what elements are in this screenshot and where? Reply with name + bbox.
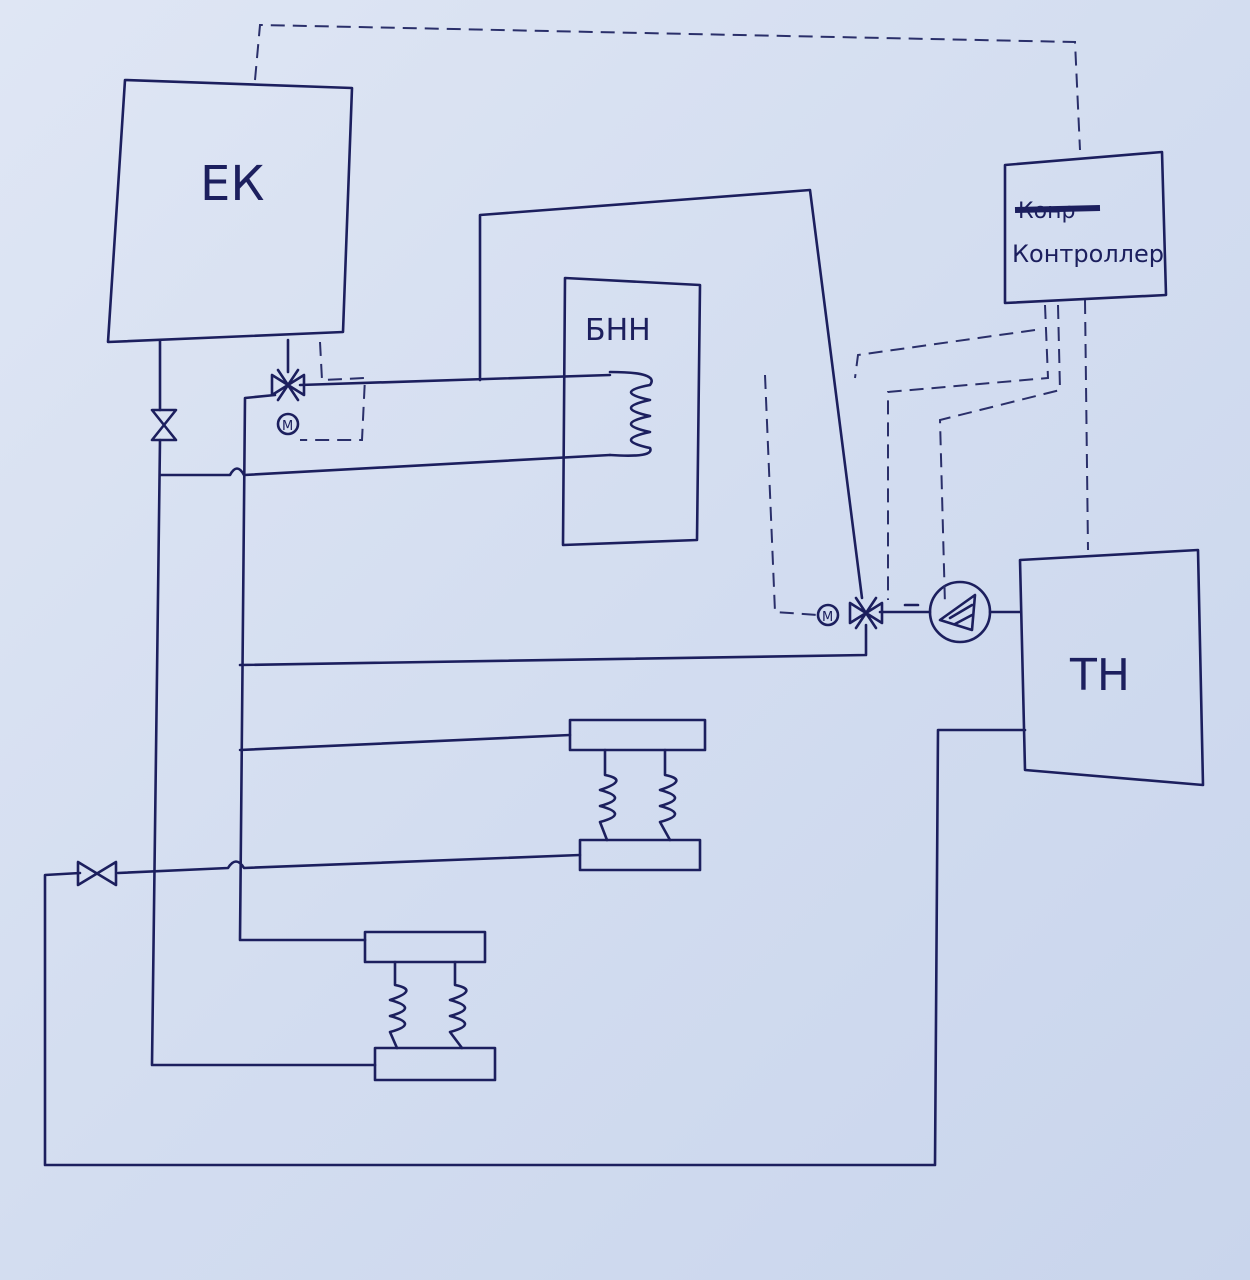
motor-label-1: M (282, 419, 293, 434)
heat-pump-label: ТН (1069, 650, 1130, 701)
motor-label-2: M (822, 610, 833, 625)
controller-label: Контроллер (1012, 240, 1164, 268)
strikethrough (1014, 205, 1101, 213)
radiator-2 (363, 930, 497, 1082)
control-wires (254, 23, 1089, 616)
shutoff-valve-1 (150, 408, 178, 442)
heat-pump-box (1018, 548, 1205, 787)
radiator-1 (568, 718, 707, 872)
boiler-box (106, 78, 354, 344)
controller-box (1003, 150, 1168, 305)
tank-coil (608, 370, 653, 457)
three-way-valve-1: M (270, 368, 306, 436)
boiler-label: ЕК (200, 156, 264, 212)
pipes (43, 188, 1027, 1167)
tank-box (561, 276, 702, 547)
tank-label: БНН (585, 313, 651, 348)
shutoff-valve-2 (76, 860, 118, 887)
three-way-valve-2: M (816, 596, 884, 630)
circulation-pump (928, 580, 992, 644)
